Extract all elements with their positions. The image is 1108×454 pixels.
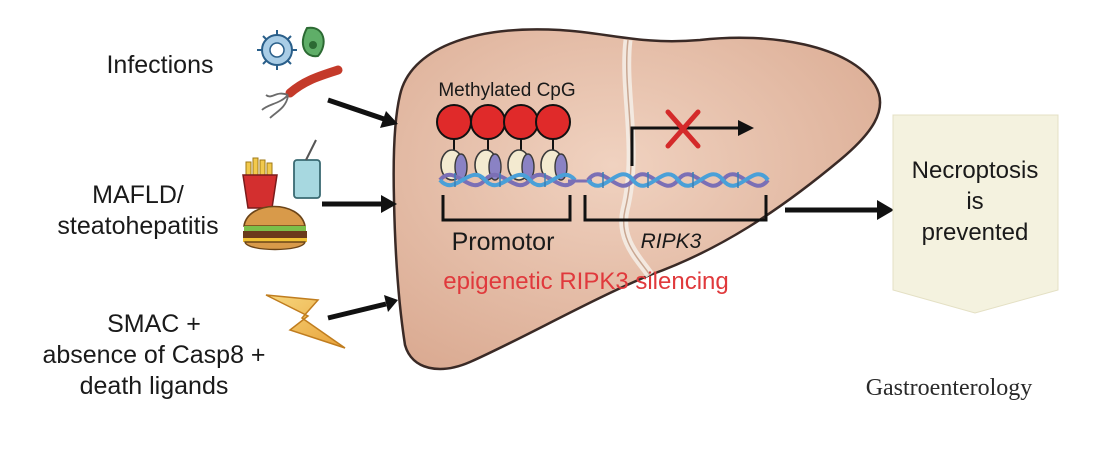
virus-icon bbox=[257, 26, 325, 70]
outcome-box bbox=[892, 114, 1059, 314]
methylated-cpg-label: Methylated CpG bbox=[438, 80, 576, 101]
trigger-arrows bbox=[322, 97, 894, 321]
lightning-icon bbox=[265, 294, 346, 349]
smac-line3: death ligands bbox=[79, 372, 229, 400]
epigenetic-silencing-label: epigenetic RIPK3 silencing bbox=[443, 268, 729, 295]
outcome-label: Necroptosis is prevented bbox=[886, 155, 1064, 248]
infections-text: Infections bbox=[106, 51, 214, 79]
block-x-icon bbox=[665, 109, 701, 149]
trigger-infections-label: Infections bbox=[80, 50, 240, 81]
mafld-line1: MAFLD/ bbox=[92, 181, 184, 209]
fast-food-icon bbox=[242, 139, 321, 251]
outcome-line1: Necroptosis bbox=[911, 157, 1039, 184]
dna-helix bbox=[438, 172, 770, 188]
trigger-mafld-label: MAFLD/ steatohepatitis bbox=[48, 180, 228, 242]
promotor-label: Promotor bbox=[451, 228, 555, 256]
ripk3-bracket bbox=[583, 195, 768, 222]
promotor-bracket bbox=[441, 195, 572, 222]
ripk3-gene-label: RIPK3 bbox=[640, 230, 702, 253]
smac-line1: SMAC + bbox=[107, 310, 201, 338]
journal-name: Gastroenterology bbox=[865, 375, 1033, 401]
mafld-line2: steatohepatitis bbox=[57, 212, 219, 240]
trigger-smac-label: SMAC + absence of Casp8 + death ligands bbox=[34, 309, 274, 402]
smac-line2: absence of Casp8 + bbox=[42, 341, 266, 369]
transcription-arrow bbox=[630, 120, 754, 166]
outcome-line3: prevented bbox=[921, 219, 1029, 246]
bacteria-icon bbox=[261, 65, 343, 119]
methylated-cpg-group bbox=[436, 104, 571, 181]
outcome-line2: is bbox=[966, 188, 984, 215]
